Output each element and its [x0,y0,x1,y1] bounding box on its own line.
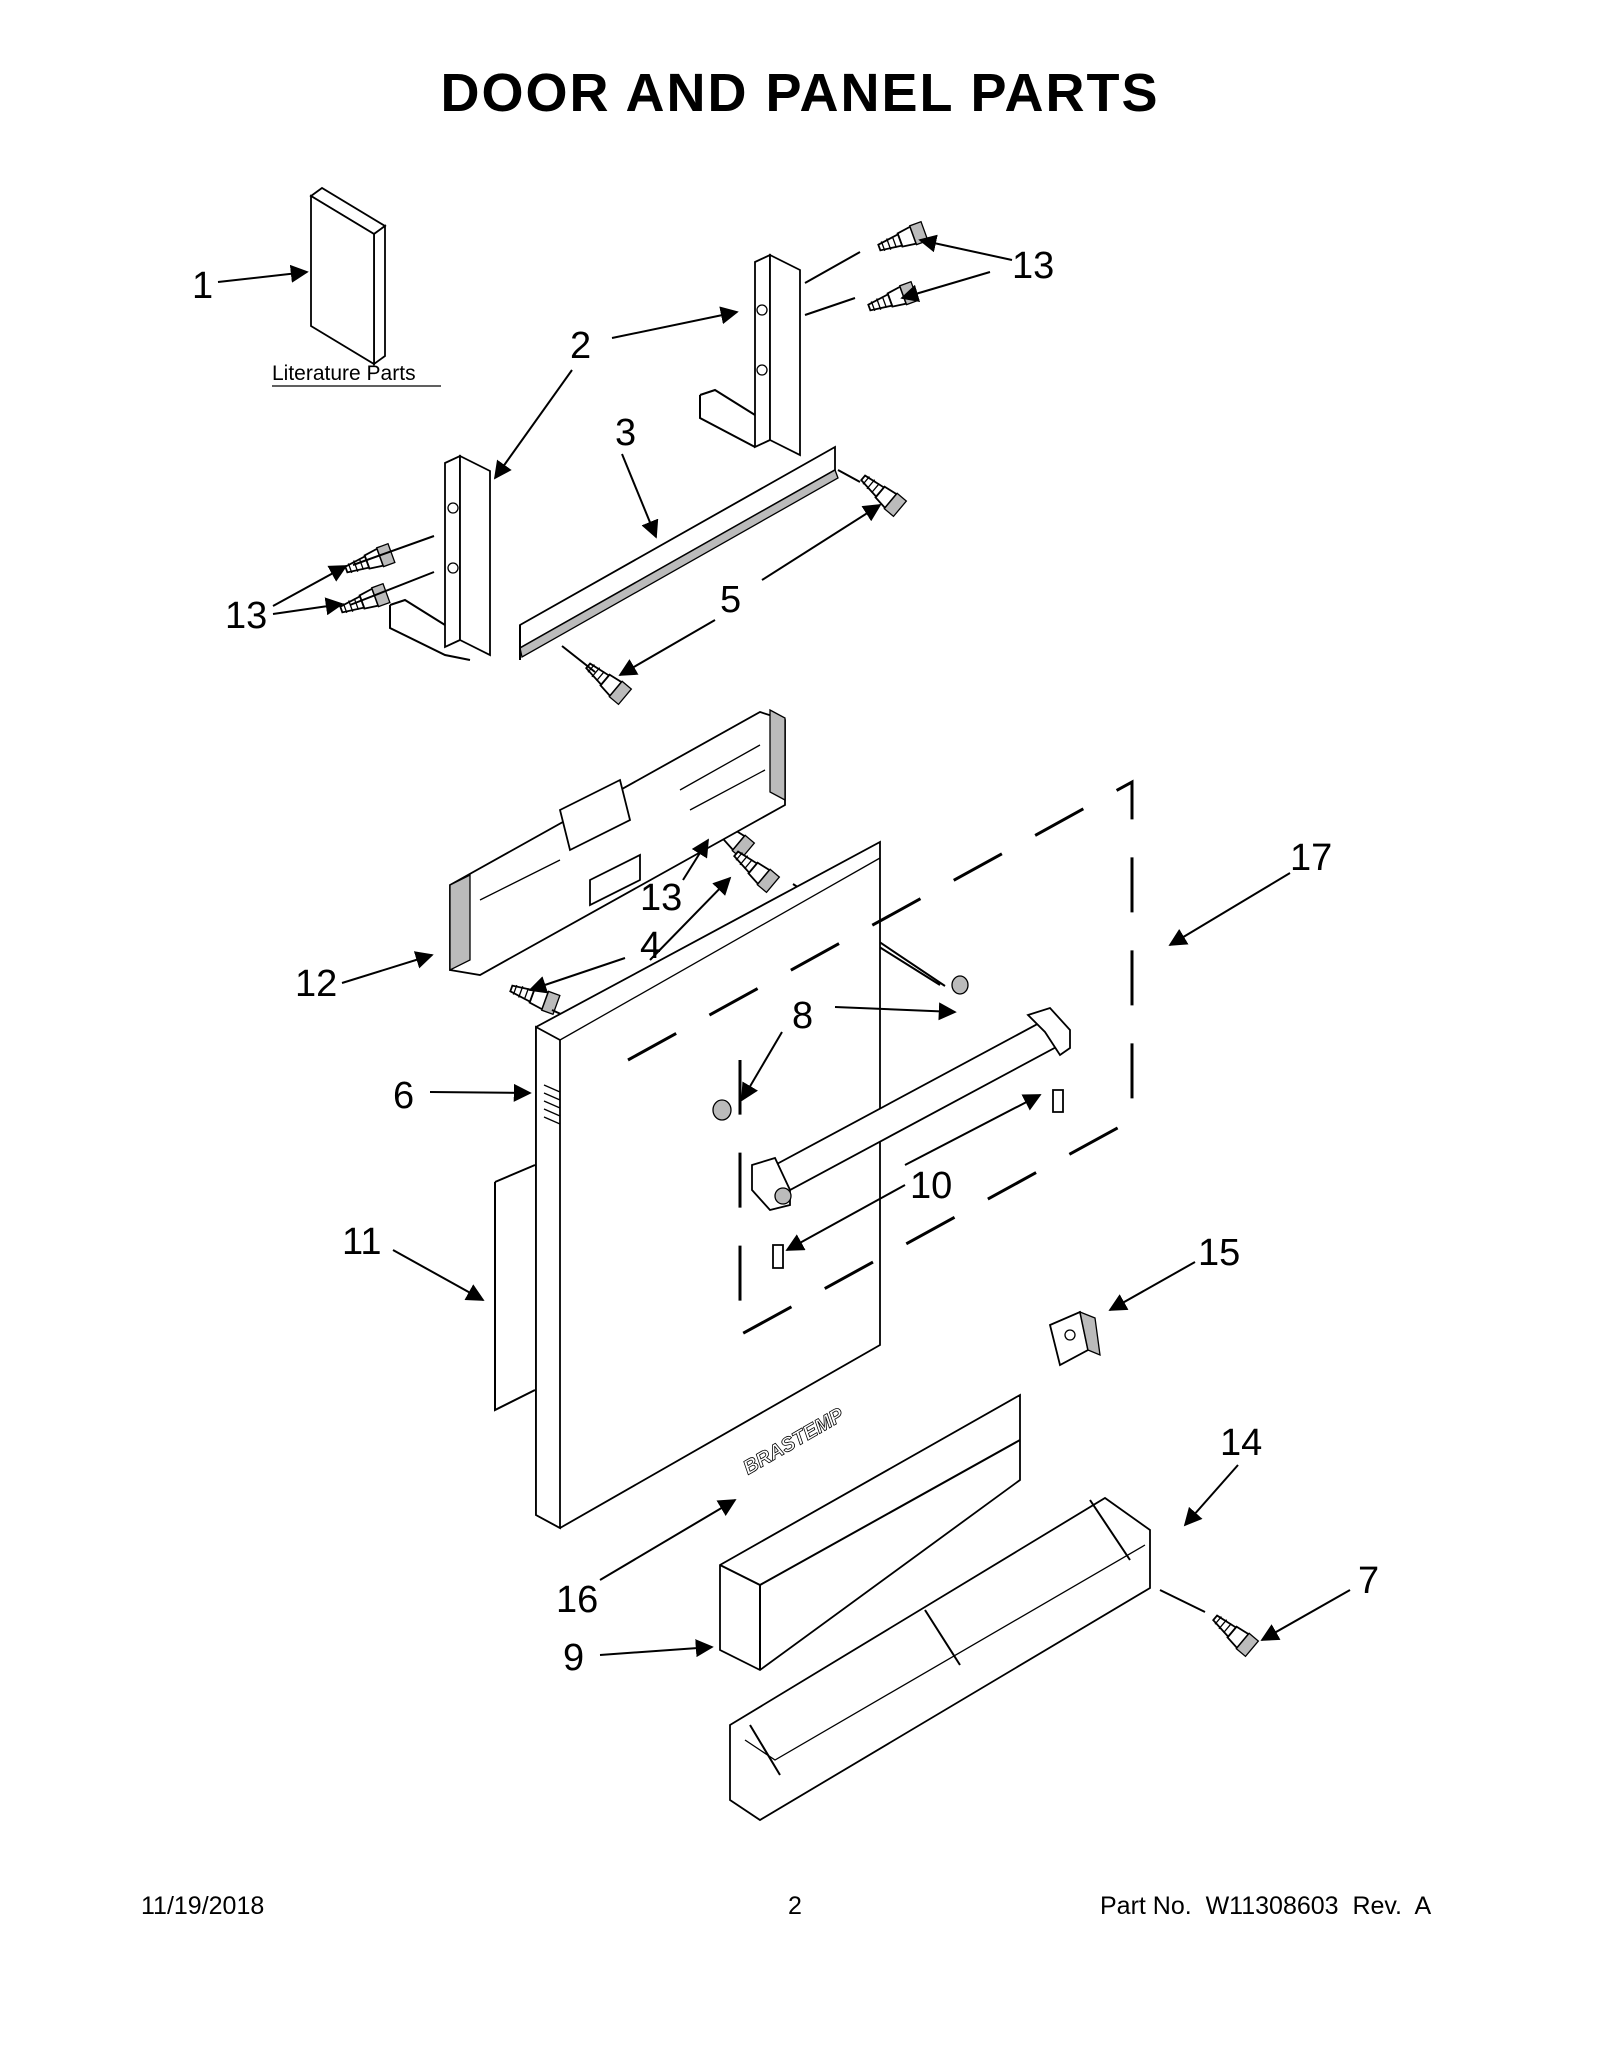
screw-13-top-b [865,280,919,318]
footer-part-number: Part No. W11308603 Rev. A [1100,1892,1432,1920]
handle-stud-left [772,1244,784,1269]
callout-11: 11 [342,1221,381,1263]
callout-3: 3 [615,412,636,454]
screw-4-right [728,845,781,894]
kick-plate [729,1496,1151,1822]
door-panel [535,840,881,1530]
door-gasket [494,1164,536,1412]
right-mounting-bracket [699,253,801,457]
control-panel-assembly [449,708,786,976]
callout-12: 12 [295,963,337,1005]
screw-5-right [855,469,908,518]
callout-14: 14 [1220,1422,1262,1464]
handle-nut-right [951,975,969,995]
callout-13-left: 13 [225,595,267,637]
callout-15: 15 [1198,1232,1240,1274]
door-clip [1048,1310,1101,1367]
callout-9: 9 [563,1637,584,1679]
footer-page-number: 2 [788,1892,802,1920]
screw-13-left-b [337,582,391,620]
screw-7 [1207,1609,1260,1658]
callout-17: 17 [1290,837,1332,879]
page-title: DOOR AND PANEL PARTS [440,63,1160,123]
screw-13-top-a [875,220,929,258]
footer-date: 11/19/2018 [141,1892,265,1920]
callout-4: 4 [640,925,661,967]
support-bar [519,445,839,660]
callout-16: 16 [556,1579,598,1621]
literature-parts-label: Literature Parts [272,362,416,385]
leader-arrows [217,234,1351,1658]
callout-8: 8 [792,995,813,1037]
callout-labels: 1 2 3 13 13 5 13 4 12 17 8 6 10 11 15 14… [192,245,1379,1679]
callout-7: 7 [1358,1560,1379,1602]
callout-6: 6 [393,1075,414,1117]
inner-panel-outline [627,779,1134,1338]
handle-stud-right [1052,1089,1064,1113]
door-handle [751,1006,1071,1212]
callout-2: 2 [570,325,591,367]
literature-booklet [309,186,387,366]
screw-4-left [507,978,561,1016]
callout-1: 1 [192,265,213,307]
callout-13-top: 13 [1012,245,1054,287]
handle-nut-left [712,1099,732,1121]
left-mounting-bracket [389,454,491,661]
callout-13-mid: 13 [640,877,682,919]
toe-panel [719,1393,1021,1672]
screw-5-left [580,657,633,706]
callout-5: 5 [720,579,741,621]
screw-13-left-a [342,542,396,580]
callout-10: 10 [910,1165,952,1207]
